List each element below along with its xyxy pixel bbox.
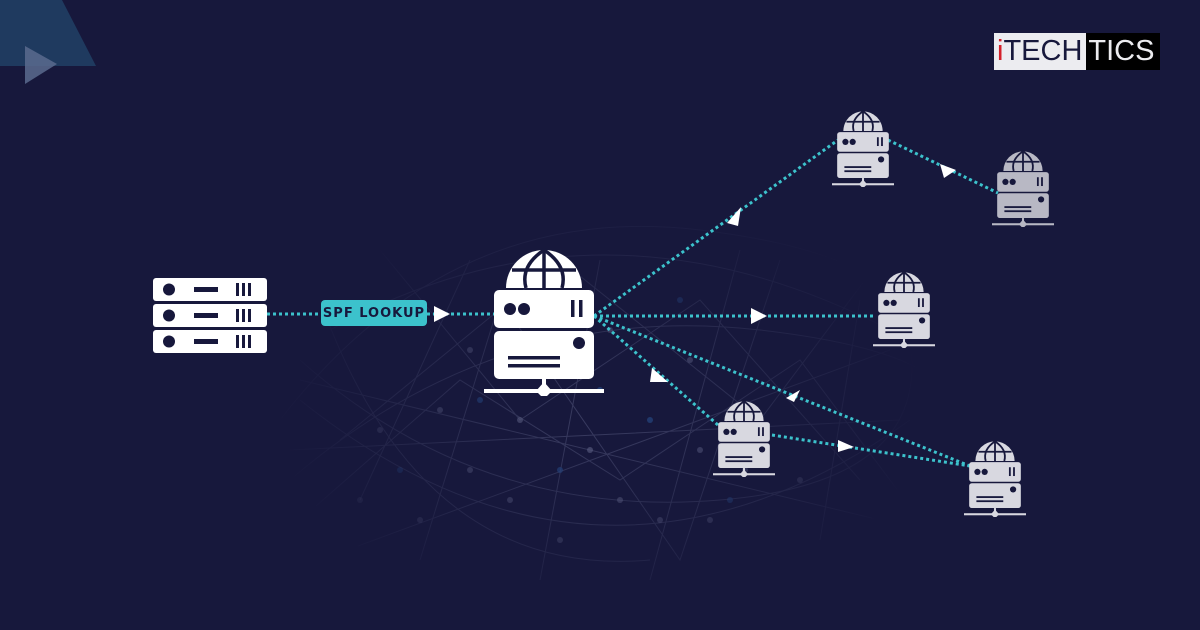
arrow-icon [434, 306, 450, 322]
web-server-icon-main [484, 236, 604, 396]
logo-i: i [997, 35, 1004, 67]
logo-right: TICS [1086, 33, 1161, 70]
web-server-icon-bottom-right [964, 434, 1026, 517]
logo-tech: TECH [1003, 35, 1083, 67]
server-rack-icon [153, 278, 267, 353]
web-server-icon-mid-right [873, 265, 935, 348]
arrow-icon [786, 390, 800, 402]
corner-decoration [0, 0, 96, 84]
web-server-icon-bottom-mid [713, 394, 775, 477]
arrow-icon [751, 308, 767, 324]
arrow-icon [650, 368, 668, 382]
arrow-icon [838, 440, 854, 452]
spf-lookup-label: SPF LOOKUP [321, 300, 427, 326]
arrow-icon [940, 164, 956, 178]
arrow-icon [727, 207, 741, 226]
web-server-icon-top-right [992, 144, 1054, 227]
web-server-icon-top [832, 104, 894, 187]
